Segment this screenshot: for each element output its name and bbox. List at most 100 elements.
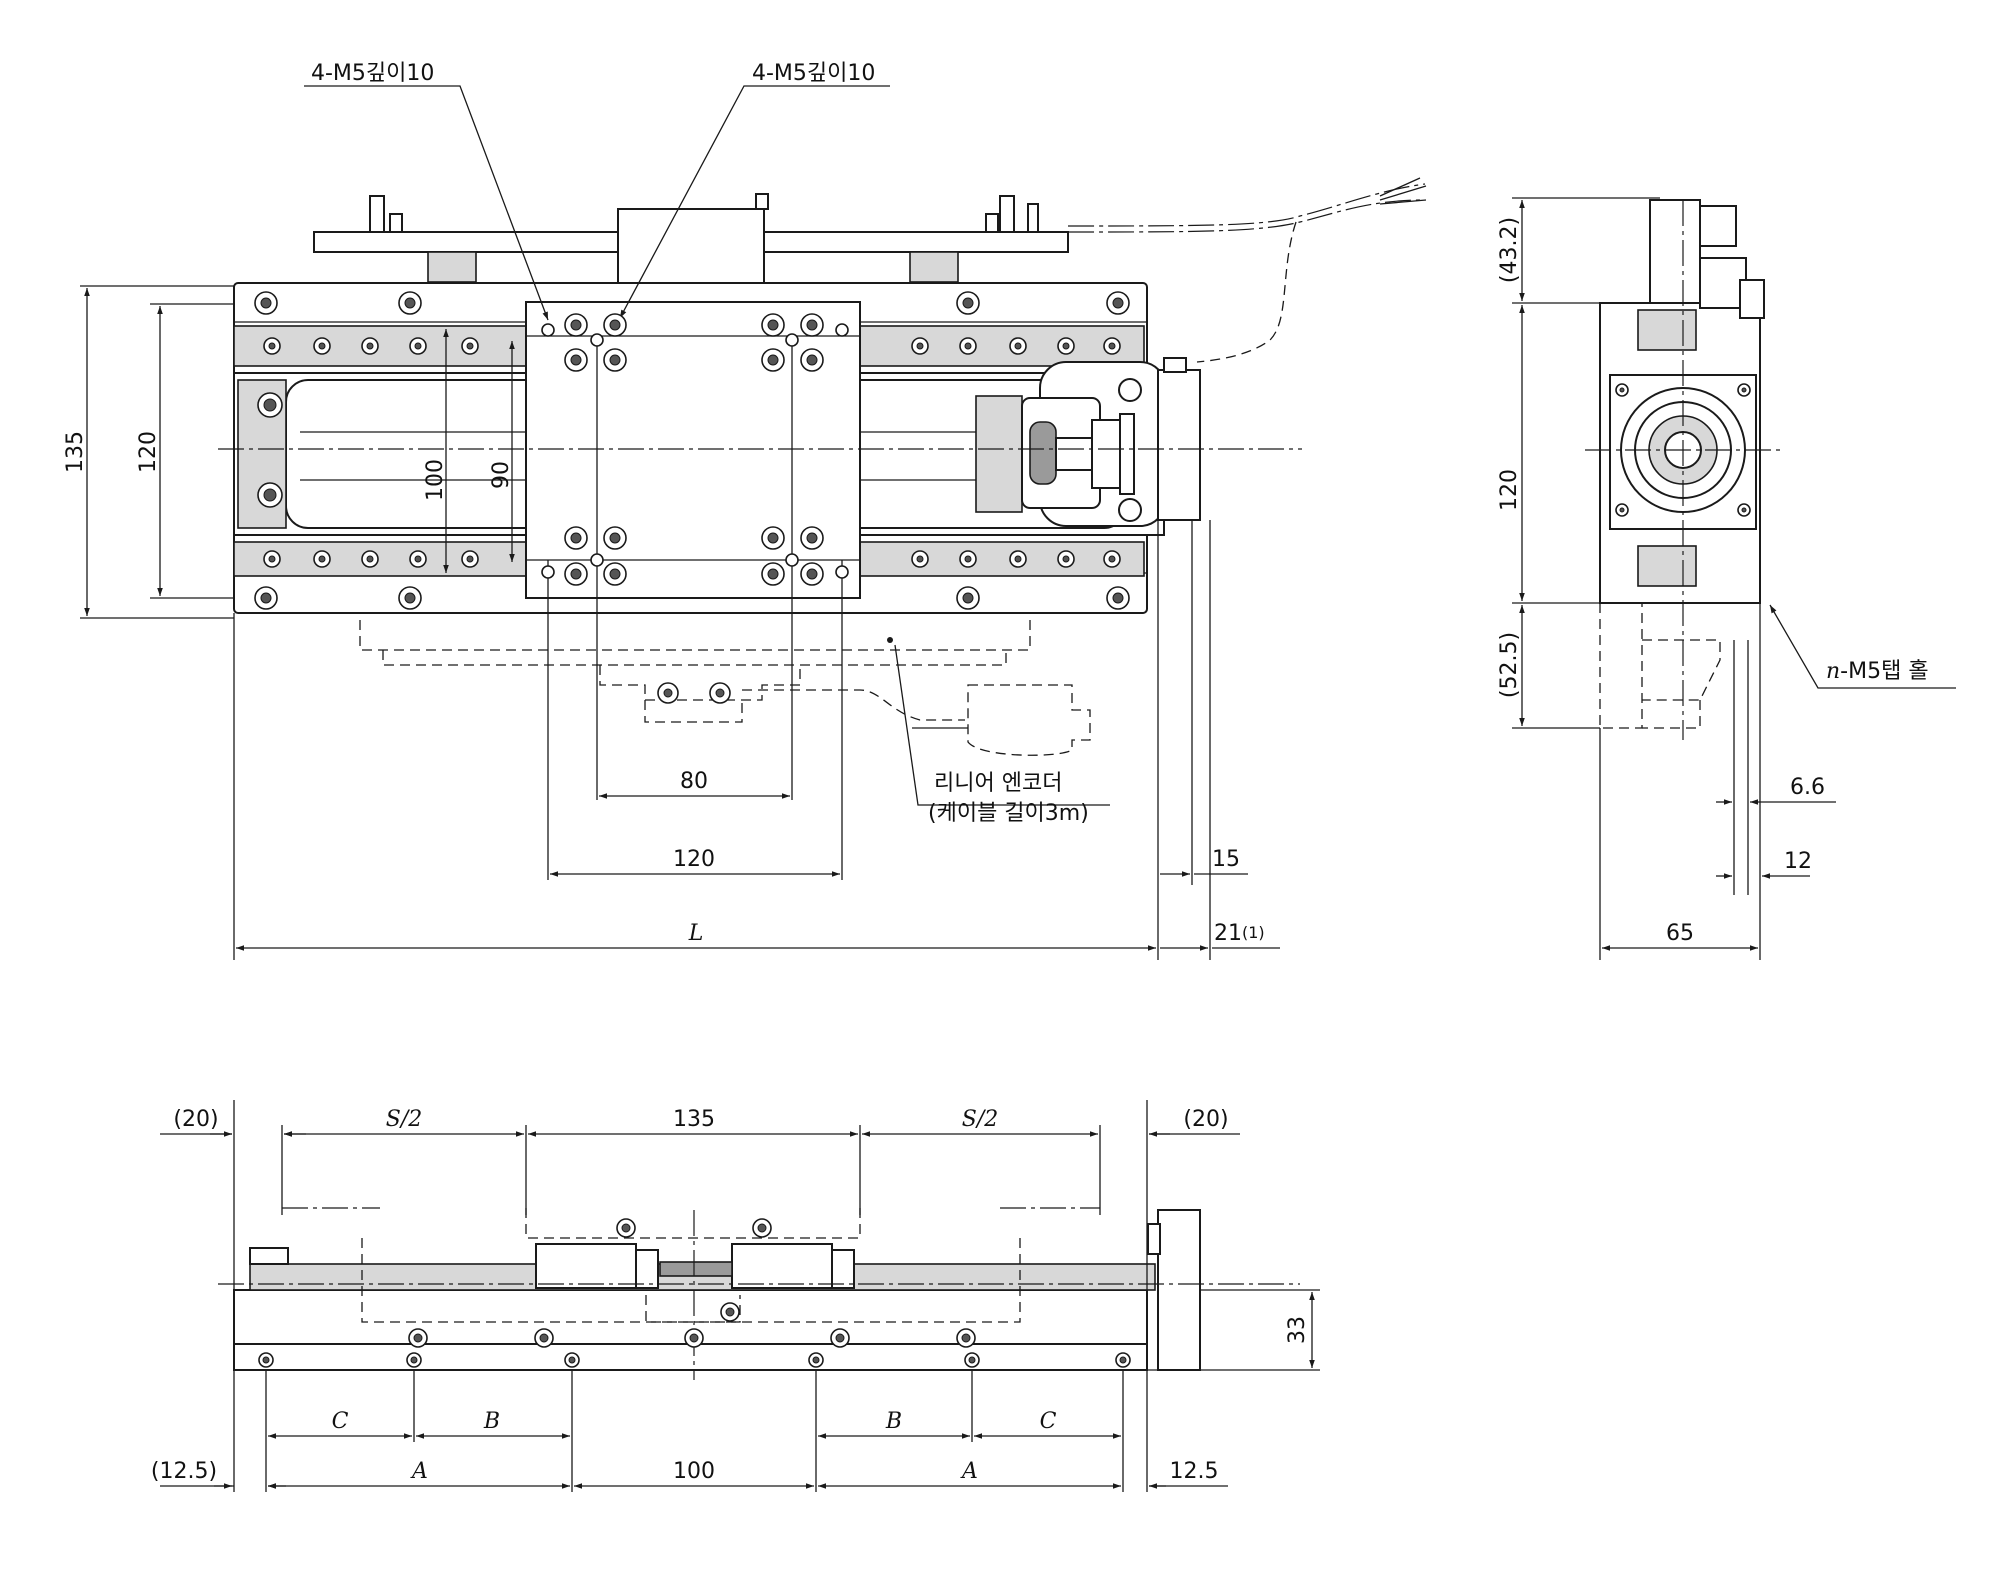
dim-table-hole-v2: 90: [489, 461, 514, 489]
table-hole: [564, 562, 588, 586]
front-hole: [830, 1328, 850, 1348]
base-hole: [254, 291, 278, 315]
front-hole: [752, 1218, 772, 1238]
rail-hole: [1103, 337, 1121, 355]
callout-tap-left: 4-M5깊이10: [311, 61, 434, 86]
base-hole: [1106, 291, 1130, 315]
dim-center-pitch: 100: [673, 1459, 715, 1484]
tap-hole: [835, 323, 849, 337]
dim-a-right: A: [960, 1459, 978, 1484]
side-hole: [1615, 503, 1629, 517]
front-foot-hole: [1115, 1352, 1131, 1368]
dim-edge-right: 12.5: [1170, 1459, 1219, 1484]
front-hole: [408, 1328, 428, 1348]
table-hole: [564, 313, 588, 337]
tap-hole: [785, 333, 799, 347]
dim-motor-total: 21(1): [1214, 921, 1265, 946]
dim-side-width: 65: [1666, 921, 1694, 946]
dim-offset-2: 12: [1784, 849, 1812, 874]
table-hole: [603, 348, 627, 372]
rail-hole: [361, 550, 379, 568]
encoder-hole: [657, 682, 679, 704]
dim-half-stroke-right: S/2: [962, 1107, 998, 1132]
table-hole: [761, 526, 785, 550]
rail-hole: [409, 550, 427, 568]
side-view: [1512, 197, 1956, 960]
rail-hole: [911, 550, 929, 568]
dim-table-hole-v1: 100: [423, 459, 448, 501]
table-hole: [761, 313, 785, 337]
dim-front-height: 33: [1285, 1316, 1310, 1344]
table-hole: [564, 526, 588, 550]
plan-view: [80, 85, 1427, 960]
dim-end-right: (20): [1183, 1107, 1228, 1132]
table-hole: [564, 348, 588, 372]
motor-total-value: 21: [1214, 921, 1242, 946]
front-view: [160, 1100, 1320, 1492]
table-hole: [800, 562, 824, 586]
rail-hole: [263, 337, 281, 355]
rail-hole: [313, 550, 331, 568]
dim-top-protrusion: (43.2): [1497, 217, 1522, 283]
rail-hole: [409, 337, 427, 355]
dim-end-left: (20): [173, 1107, 218, 1132]
dim-length: L: [688, 921, 704, 946]
rail-hole: [959, 550, 977, 568]
table-hole: [761, 348, 785, 372]
dim-table-length: 135: [673, 1107, 715, 1132]
tap-hole: [590, 333, 604, 347]
dim-a-left: A: [410, 1459, 428, 1484]
tap-holes-suffix: -M5탭 홀: [1840, 659, 1928, 684]
dim-offset-1: 6.6: [1790, 775, 1825, 800]
callout-encoder-line2: (케이블 길이3m): [928, 801, 1089, 826]
table-hole: [800, 348, 824, 372]
side-hole: [1737, 503, 1751, 517]
rail-hole: [263, 550, 281, 568]
tap-hole: [590, 553, 604, 567]
front-foot-hole: [258, 1352, 274, 1368]
callout-tap-right: 4-M5깊이10: [752, 61, 875, 86]
base-hole: [254, 586, 278, 610]
rail-hole: [1103, 550, 1121, 568]
rail-hole: [959, 337, 977, 355]
rail-hole: [1057, 550, 1075, 568]
base-hole: [398, 291, 422, 315]
end-hole: [257, 392, 283, 418]
dim-motor-flange: 15: [1212, 847, 1240, 872]
front-foot-hole: [406, 1352, 422, 1368]
table-hole: [603, 562, 627, 586]
base-hole: [956, 291, 980, 315]
rail-hole: [361, 337, 379, 355]
side-hole: [1737, 383, 1751, 397]
dim-c-right: C: [1040, 1409, 1057, 1434]
end-hole: [257, 482, 283, 508]
dim-side-height: 120: [1497, 469, 1522, 511]
table-hole: [800, 526, 824, 550]
mounting-holes: [254, 291, 1751, 1368]
dim-c-left: C: [332, 1409, 349, 1434]
dim-table-hole-h1: 80: [680, 769, 708, 794]
rail-hole: [911, 337, 929, 355]
rail-hole: [1009, 550, 1027, 568]
rail-hole: [313, 337, 331, 355]
dim-overall-height: 135: [63, 431, 88, 473]
motor-total-note: (1): [1242, 923, 1265, 942]
front-foot-hole: [808, 1352, 824, 1368]
dim-rail-pitch: 120: [136, 431, 161, 473]
front-hole: [684, 1328, 704, 1348]
encoder-hole: [709, 682, 731, 704]
table-hole: [603, 526, 627, 550]
rail-hole: [1057, 337, 1075, 355]
front-hole: [616, 1218, 636, 1238]
dim-bottom-protrusion: (52.5): [1497, 632, 1522, 698]
table-hole: [800, 313, 824, 337]
tap-hole: [541, 565, 555, 579]
front-hole: [534, 1328, 554, 1348]
base-hole: [398, 586, 422, 610]
front-hole: [956, 1328, 976, 1348]
labels: 4-M5깊이10 4-M5깊이10 리니어 엔코더 (케이블 길이3m) n-M…: [63, 61, 1929, 1484]
side-hole: [1615, 383, 1629, 397]
dim-b-right: B: [885, 1409, 902, 1434]
callout-tap-holes: n-M5탭 홀: [1826, 659, 1929, 684]
